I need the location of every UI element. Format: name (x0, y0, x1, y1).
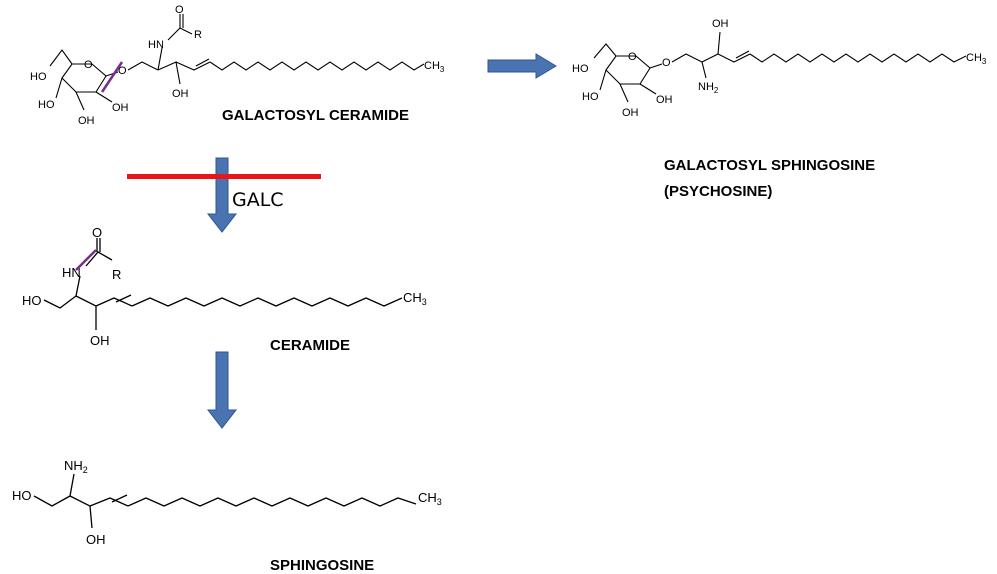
psy-oh-label-right: OH (656, 94, 673, 106)
arrow-galc-step (206, 157, 238, 233)
cer-ho-label: HO (22, 293, 42, 308)
trans-double-bond (195, 58, 210, 67)
cer-ch3-label: CH3 (403, 290, 427, 307)
arrow-to-psychosine (487, 53, 557, 79)
oh-label-bottom: OH (78, 115, 95, 127)
ho-label-2: HO (38, 99, 55, 111)
psy-ring-oxygen: O (628, 51, 637, 63)
cleavage-mark-glycosidic (100, 61, 124, 93)
arrow-ceramidase-step (206, 351, 238, 429)
cer-c2-nitrogen-bond (75, 275, 81, 297)
oh-bond-bottom (75, 91, 85, 111)
psy-glycosidic-oxygen: O (662, 57, 671, 69)
psy-glycosidic-bond (649, 63, 663, 69)
psy-oh-bond-bottom (619, 83, 629, 103)
psy-ho-label: HO (572, 63, 589, 75)
cer-alkyl-chain (131, 297, 403, 307)
psy-chain-start (717, 53, 751, 63)
psy-c2-nh2-bond (701, 61, 707, 79)
carbonyl-double-bond (179, 14, 184, 28)
sph-c3-bonds (69, 495, 93, 529)
ring-oxygen: O (84, 59, 93, 71)
oh-bond-right (95, 91, 113, 103)
sph-c2-nh2-bond (69, 473, 75, 497)
label-galactosyl-sphingosine: GALACTOSYL SPHINGOSINE (664, 157, 875, 174)
psy-nh2-label: NH2 (698, 81, 719, 95)
sph-trans-double-bond (111, 494, 128, 503)
cer-chain-start (95, 297, 133, 307)
cer-oh-label: OH (90, 333, 110, 348)
psy-ho-bond (599, 69, 607, 91)
psy-ch3-label: CH3 (966, 52, 987, 66)
cer-trans-double-bond (115, 294, 132, 303)
cer-c1-bonds (43, 295, 77, 309)
acyl-bonds (167, 27, 193, 41)
sph-alkyl-chain (127, 497, 417, 507)
carbonyl-oxygen: O (175, 4, 184, 16)
label-galactosyl-ceramide: GALACTOSYL CERAMIDE (222, 107, 409, 124)
sph-oh-label: OH (86, 532, 106, 547)
galactosyl-ceramide-structure: O HO HO OH OH O HN O R OH CH3 (30, 4, 445, 127)
psy-c3-oh-label: OH (712, 18, 729, 30)
oh-label-right: OH (112, 102, 129, 114)
psy-ho-label-2: HO (582, 91, 599, 103)
ho-label: HO (30, 71, 47, 83)
psy-trans-double-bond (735, 50, 750, 59)
alkyl-chain (209, 61, 425, 71)
sph-ch3-label: CH3 (418, 490, 442, 507)
ho-bond-left (55, 77, 63, 99)
psychosine-structure: O HO HO OH OH O NH2 OH CH3 (572, 18, 987, 119)
psy-oh-bond-right (639, 83, 657, 95)
r-group: R (194, 29, 202, 41)
c1-bonds (127, 61, 159, 71)
psy-c3-bonds (701, 31, 721, 63)
cer-acyl-bonds (85, 251, 113, 267)
chain-start (175, 61, 211, 71)
hn-label: HN (148, 39, 164, 51)
ch2oh-bonds (49, 49, 73, 67)
c2-nitrogen-bond (157, 47, 163, 71)
galc-block-bar (127, 174, 321, 179)
sph-ho-label: HO (12, 488, 32, 503)
label-ceramide: CERAMIDE (270, 337, 350, 354)
glycosidic-oxygen: O (118, 65, 127, 77)
cer-r-group: R (112, 267, 121, 282)
sph-chain-start (89, 497, 129, 507)
sph-c1-bonds (33, 495, 71, 507)
psy-c1-bonds (671, 53, 703, 63)
psy-ch2oh (593, 43, 617, 59)
label-sphingosine: SPHINGOSINE (270, 557, 374, 574)
ch3-label: CH3 (424, 60, 445, 74)
cleavage-mark-amide (75, 249, 97, 271)
label-psychosine: (PSYCHOSINE) (664, 183, 772, 200)
sph-nh2-label: NH2 (64, 458, 88, 475)
c3-bonds (157, 61, 181, 85)
enzyme-label-galc: GALC (232, 189, 284, 211)
sphingosine-structure: HO NH2 OH CH3 (12, 458, 442, 547)
cer-c3-bonds (75, 295, 97, 330)
psy-oh-label-bottom: OH (622, 107, 639, 119)
psy-alkyl-chain (749, 53, 967, 63)
ceramide-structure: HO HN O R OH CH3 (22, 225, 427, 348)
cer-carbonyl-oxygen: O (92, 225, 102, 240)
cer-carbonyl-double-bond (96, 238, 101, 252)
c3-oh-label: OH (172, 88, 189, 100)
